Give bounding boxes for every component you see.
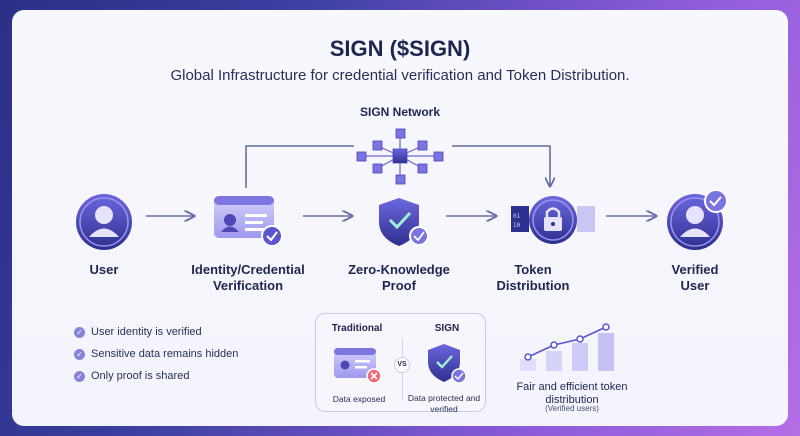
step-label-verified: Verified User: [671, 262, 719, 293]
page-title: SIGN ($SIGN): [329, 36, 471, 61]
svg-text:10: 10: [513, 222, 521, 229]
check-icon: ✓: [74, 348, 85, 360]
protected-shield-icon: [428, 344, 467, 384]
comparison-box: Traditional SIGN VS Data exposed Data pr…: [315, 313, 486, 414]
distribution-text: Fair and efficient token distribution: [516, 381, 628, 406]
check-icon: ✓: [74, 326, 85, 338]
svg-text:01: 01: [513, 213, 521, 220]
shield-check-icon: [379, 198, 429, 246]
protected-caption: Data protected and verified: [407, 393, 481, 414]
verified-user-icon: [667, 189, 728, 250]
distribution-chart-icon: [520, 323, 614, 371]
step-label-user: User: [89, 262, 119, 277]
benefit-list: ✓User identity is verified ✓Sensitive da…: [74, 321, 238, 387]
step-label-zkp: Zero-Knowledge Proof: [348, 262, 450, 293]
step-label-identity: Identity/Credential Verification: [191, 262, 305, 293]
user-icon: [76, 194, 132, 250]
distribution-subtext: (Verified users): [545, 404, 599, 413]
vs-badge: VS: [394, 357, 410, 373]
infographic-card: SIGN ($SIGN) Global Infrastructure for c…: [12, 10, 788, 426]
exposed-caption: Data exposed: [332, 394, 386, 404]
check-icon: ✓: [74, 370, 85, 382]
page-subtitle: Global Infrastructure for credential ver…: [170, 67, 630, 84]
exposed-card-icon: [334, 348, 382, 384]
list-item: ✓Only proof is shared: [74, 365, 238, 387]
network-nodes-icon: [356, 128, 444, 185]
list-item: ✓Sensitive data remains hidden: [74, 343, 238, 365]
network-line-right: [452, 145, 550, 186]
flow-diagram: 01 10: [76, 128, 728, 371]
sign-title: SIGN: [434, 323, 460, 334]
network-line-left: [245, 145, 354, 188]
lock-icon: 01 10: [511, 196, 595, 244]
traditional-title: Traditional: [331, 323, 383, 334]
network-label: SIGN Network: [359, 105, 440, 119]
list-item: ✓User identity is verified: [74, 321, 238, 343]
id-card-icon: [214, 196, 283, 247]
step-label-token: Token Distribution: [496, 262, 570, 293]
